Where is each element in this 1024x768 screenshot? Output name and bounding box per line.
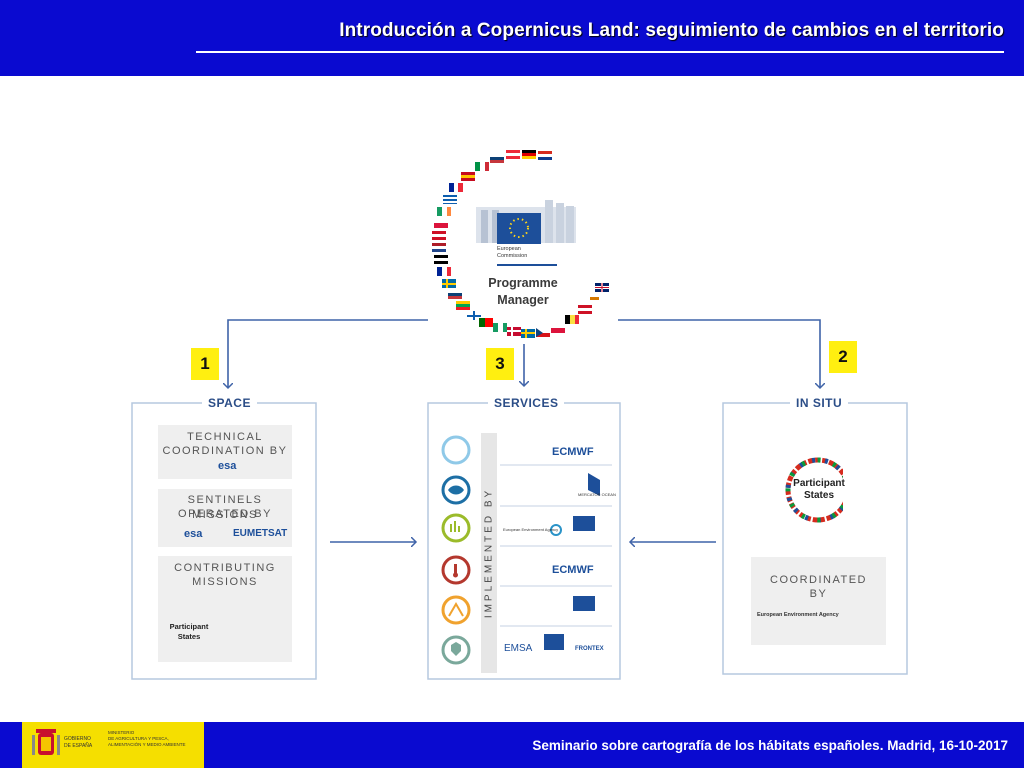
gov-line2: DE ESPAÑA	[64, 743, 93, 749]
programme-manager-line1: Programme	[488, 276, 558, 290]
participant-states-label-space: Participant States	[166, 622, 212, 642]
contributing-line2: MISSIONS	[192, 576, 258, 588]
gobierno-espana-logo: GOBIERNO DE ESPAÑA MINISTERIO DE AGRICUL…	[22, 722, 204, 768]
technical-coordination-panel: TECHNICAL COORDINATION BY esa	[158, 425, 292, 479]
services-icons	[441, 435, 612, 665]
ec-label-line1: European	[497, 246, 521, 252]
space-number-badge: 1	[191, 348, 219, 380]
connector-to-space	[228, 319, 428, 388]
technical-line2: COORDINATION BY	[162, 445, 288, 457]
header-divider	[196, 51, 1004, 53]
gov-line3: MINISTERIO	[108, 730, 135, 735]
esa-logo: esa	[218, 460, 237, 472]
coat-of-arms-icon	[32, 729, 60, 755]
programme-manager-line2: Manager	[497, 293, 549, 307]
mercator-logo: MERCATOR OCEAN	[578, 492, 616, 497]
ec-label-line2: Commission	[497, 253, 528, 259]
member-states-flag-ring	[432, 150, 609, 338]
space-title: SPACE	[202, 396, 257, 410]
contributing-missions-panel: CONTRIBUTING MISSIONS	[158, 556, 292, 662]
ecmwf-logo-1: ECMWF	[552, 446, 594, 458]
gov-line1: GOBIERNO	[64, 736, 91, 742]
contributing-line1: CONTRIBUTING	[174, 562, 276, 574]
coordinated-line1: COORDINATED	[770, 574, 867, 586]
sentinels-line2: OPERATED BY	[178, 508, 272, 520]
emsa-logo: EMSA	[504, 643, 533, 654]
participant-states-label-insitu: Participant States	[790, 478, 848, 502]
coordinated-by-panel: COORDINATED BY European Environment Agen…	[751, 557, 886, 645]
insitu-number-badge: 2	[829, 341, 857, 373]
footer-bar: GOBIERNO DE ESPAÑA MINISTERIO DE AGRICUL…	[0, 722, 1024, 768]
esa-logo-2: esa	[184, 528, 203, 540]
coordinated-line2: BY	[809, 588, 828, 600]
frontex-logo: FRONTEX	[575, 646, 604, 652]
sentinels-panel: SENTINELS MISSIONS OPERATED BY esa EUMET…	[158, 489, 292, 547]
eea-logo-services: European Environment Agency	[503, 527, 559, 532]
technical-line1: TECHNICAL	[187, 431, 263, 443]
page-title: Introducción a Copernicus Land: seguimie…	[339, 20, 1004, 41]
insitu-title: IN SITU	[790, 396, 849, 410]
ecmwf-logo-2: ECMWF	[552, 564, 594, 576]
ps-space-line2: States	[177, 632, 201, 641]
footer-text: Seminario sobre cartografía de los hábit…	[532, 738, 1008, 753]
european-commission-logo	[476, 200, 576, 266]
ps-space-line1: Participant	[169, 622, 209, 631]
services-title: SERVICES	[488, 396, 565, 410]
eea-logo-insitu: European Environment Agency	[757, 612, 839, 618]
ps-insitu-line2: States	[803, 490, 834, 501]
programme-manager-label: Programme Manager	[462, 275, 584, 309]
eumetsat-logo: EUMETSAT	[233, 528, 288, 539]
gov-line4: DE AGRICULTURA Y PESCA,	[108, 736, 169, 741]
connector-to-insitu	[618, 319, 820, 388]
implemented-by-bar	[481, 433, 497, 673]
implemented-by-label: IMPLEMENTED BY	[483, 487, 495, 619]
ps-insitu-line1: Participant	[793, 478, 845, 489]
sentinels-line1: SENTINELS MISSIONS	[187, 494, 263, 521]
header-bar: Introducción a Copernicus Land: seguimie…	[0, 0, 1024, 76]
participant-states-ring-insitu	[785, 457, 857, 523]
services-number-badge: 3	[486, 348, 514, 380]
gov-line5: ALIMENTACIÓN Y MEDIO AMBIENTE	[108, 742, 186, 747]
